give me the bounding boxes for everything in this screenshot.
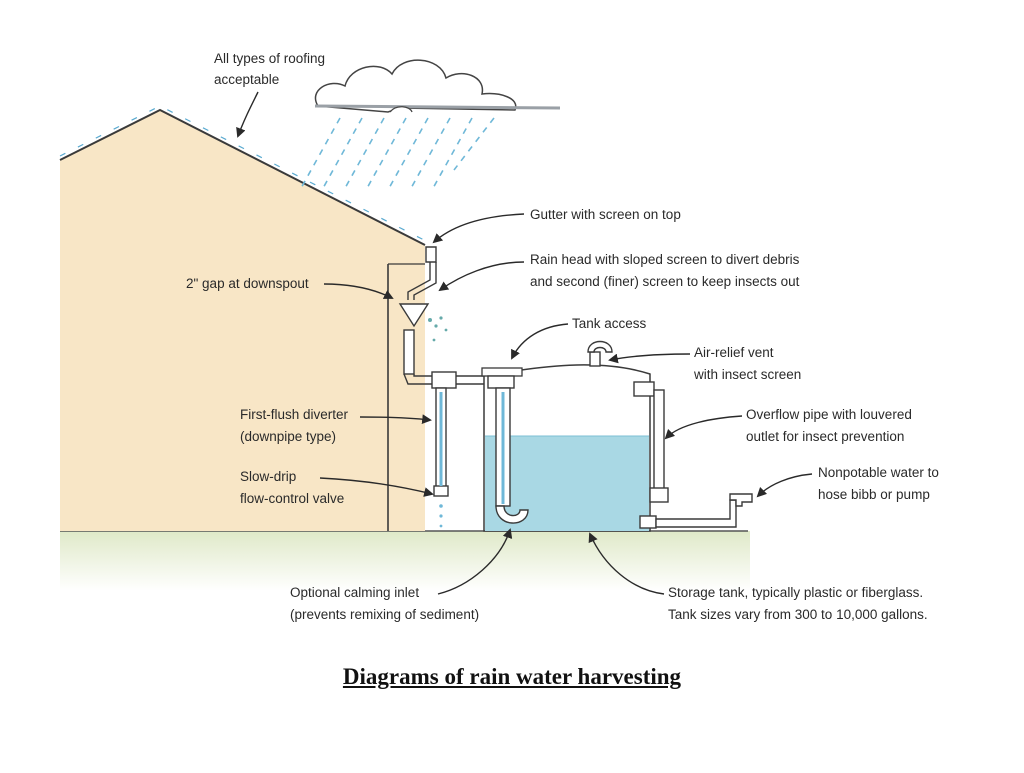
leader-storage	[588, 532, 665, 595]
label-tank-access-line-1: Tank access	[572, 316, 647, 331]
label-slow-drip-line-1: Slow-drip	[240, 469, 296, 484]
label-calming-line-2: (prevents remixing of sediment)	[290, 607, 479, 622]
label-calming-line-1: Optional calming inlet	[290, 585, 419, 600]
label-gutter-line-1: Gutter with screen on top	[530, 207, 681, 222]
downspout	[398, 246, 488, 385]
label-rain-head: Rain head with sloped screen to divert d…	[530, 252, 803, 289]
label-roofing: All types of roofing acceptable	[214, 51, 329, 87]
label-slow-drip: Slow-drip flow-control valve	[240, 469, 344, 506]
label-nonpotable-line-1: Nonpotable water to	[818, 465, 939, 480]
label-storage-line-2: Tank sizes vary from 300 to 10,000 gallo…	[668, 607, 928, 622]
label-nonpotable: Nonpotable water to hose bibb or pump	[818, 465, 943, 502]
label-gutter: Gutter with screen on top	[530, 207, 681, 222]
overflow-pipe	[633, 381, 669, 503]
leader-roofing	[236, 91, 259, 138]
label-nonpotable-line-2: hose bibb or pump	[818, 487, 930, 502]
ground	[60, 531, 750, 591]
leader-nonpotable	[756, 473, 813, 498]
label-storage: Storage tank, typically plastic or fiber…	[668, 585, 928, 622]
leader-air-relief	[608, 353, 691, 364]
figure-caption: Diagrams of rain water harvesting	[342, 664, 682, 689]
label-first-flush: First-flush diverter (downpipe type)	[240, 407, 352, 444]
leader-overflow	[664, 415, 743, 440]
debris-splash	[428, 316, 448, 342]
leader-lines	[236, 91, 813, 595]
drip-drops	[439, 504, 443, 528]
label-tank-access: Tank access	[572, 316, 647, 331]
label-rain-head-line-1: Rain head with sloped screen to divert d…	[530, 252, 800, 267]
leader-first-flush	[359, 414, 432, 425]
label-air-relief-line-1: Air-relief vent	[694, 345, 774, 360]
label-overflow: Overflow pipe with louvered outlet for i…	[746, 407, 916, 444]
label-slow-drip-line-2: flow-control valve	[240, 491, 344, 506]
label-gap: 2" gap at downspout	[186, 276, 309, 291]
rain-cloud	[314, 59, 561, 113]
label-roofing-line-2: acceptable	[214, 72, 279, 87]
leader-gutter	[432, 213, 525, 244]
label-overflow-line-2: outlet for insect prevention	[746, 429, 904, 444]
label-gap-line-1: 2" gap at downspout	[186, 276, 309, 291]
tank-access-lid	[481, 367, 523, 377]
roof-line	[59, 108, 426, 246]
leader-calming	[437, 528, 513, 595]
label-storage-line-1: Storage tank, typically plastic or fiber…	[668, 585, 923, 600]
leader-tank-access	[511, 323, 569, 360]
first-flush-diverter	[431, 371, 457, 497]
label-air-relief-line-2: with insect screen	[693, 367, 801, 382]
label-first-flush-line-2: (downpipe type)	[240, 429, 336, 444]
label-first-flush-line-1: First-flush diverter	[240, 407, 349, 422]
label-rain-head-line-2: and second (finer) screen to keep insect…	[530, 274, 800, 289]
leader-slow-drip	[319, 477, 434, 497]
outlet-pipe	[639, 493, 753, 529]
leader-rain-head	[438, 261, 525, 292]
leader-gap	[323, 283, 394, 299]
label-air-relief: Air-relief vent with insect screen	[693, 345, 801, 382]
label-overflow-line-1: Overflow pipe with louvered	[746, 407, 912, 422]
label-roofing-line-1: All types of roofing	[214, 51, 325, 66]
rain-drops	[299, 117, 495, 191]
house-wall	[60, 110, 425, 531]
air-relief-vent	[587, 340, 613, 367]
label-calming: Optional calming inlet (prevents remixin…	[290, 585, 479, 622]
